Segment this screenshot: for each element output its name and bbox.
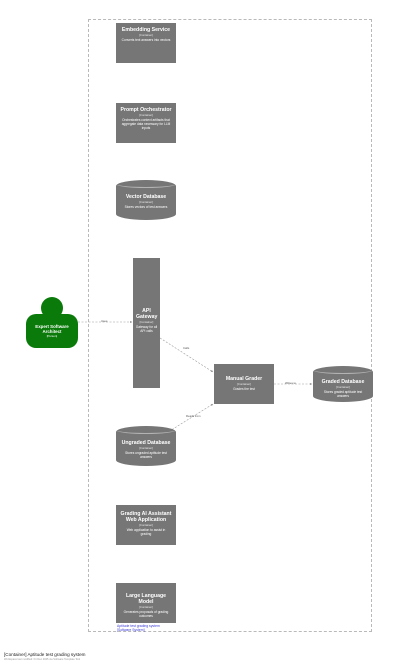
person-type: [Person] [46, 334, 58, 338]
prompt-orchestrator-type: [Container] [139, 113, 153, 117]
ungraded-database-name: Ungraded Database [121, 440, 171, 446]
llm-name: Large Language Model [125, 593, 167, 605]
boundary-label: Aptitude test grading system [Software S… [117, 624, 160, 632]
llm-node[interactable]: Large Language Model [Container] Generat… [116, 583, 176, 623]
boundary-subtitle: [Software System] [117, 628, 145, 632]
system-boundary [88, 19, 372, 632]
graded-database-desc: Stores graded aptitude test answers [323, 390, 363, 398]
llm-desc: Generates proposals of grading outcomes [123, 610, 169, 618]
person-body: Expert Software Architect [Person] [26, 314, 78, 348]
api-gateway-desc: Gateway for all API calls [135, 325, 158, 333]
vector-database-desc: Stores vectors of test answers [124, 205, 168, 209]
graded-database-node[interactable]: Graded Database [Container] Stores grade… [313, 366, 373, 402]
person-expert-architect[interactable]: Expert Software Architect [Person] [26, 297, 78, 351]
edge-label-reads: Reads from [186, 414, 201, 418]
api-gateway-type: [Container] [139, 320, 154, 324]
prompt-orchestrator-name: Prompt Orchestrator [120, 107, 172, 113]
embedding-service-node[interactable]: Embedding Service [Container] Converts t… [116, 23, 176, 63]
manual-grader-type: [Container] [237, 382, 251, 386]
webapp-desc: Web application to assist in grading [126, 528, 166, 536]
prompt-orchestrator-desc: Orchestrates context artifacts that aggr… [121, 118, 171, 130]
ungraded-database-node[interactable]: Ungraded Database [Container] Stores ung… [116, 426, 176, 466]
ungraded-database-type: [Container] [139, 446, 153, 450]
webapp-type: [Container] [139, 523, 153, 527]
person-head-icon [41, 297, 63, 319]
embedding-service-type: [Container] [139, 33, 153, 37]
api-gateway-node[interactable]: API Gateway [Container] Gateway for all … [133, 258, 160, 388]
edge-label-writes: Writes to [285, 381, 296, 385]
ungraded-database-desc: Stores ungraded aptitude test answers [125, 451, 167, 459]
manual-grader-name: Manual Grader [225, 376, 263, 382]
edge-label-calls: Calls [183, 346, 190, 350]
vector-database-node[interactable]: Vector Database [Container] Stores vecto… [116, 180, 176, 220]
boundary-title: Aptitude test grading system [117, 624, 160, 628]
prompt-orchestrator-node[interactable]: Prompt Orchestrator [Container] Orchestr… [116, 103, 176, 143]
edge-label-uses: Uses [101, 319, 108, 323]
graded-database-type: [Container] [336, 385, 350, 389]
manual-grader-node[interactable]: Manual Grader [Container] Grades the tes… [214, 364, 274, 404]
graded-database-name: Graded Database [321, 379, 365, 385]
edge-gateway-manual [159, 337, 214, 373]
webapp-node[interactable]: Grading AI Assistant Web Application [Co… [116, 505, 176, 545]
diagram-subtitle: Workspace last modified: Fri Dec 2025 vi… [4, 658, 81, 661]
diagram-title: [Container] Aptitude test grading system [4, 652, 86, 657]
api-gateway-name: API Gateway [136, 308, 158, 320]
embedding-service-desc: Converts text answers into vectors [121, 38, 171, 42]
llm-type: [Container] [139, 605, 153, 609]
person-name: Expert Software Architect [35, 324, 69, 334]
vector-database-type: [Container] [139, 200, 153, 204]
manual-grader-desc: Grades the test [233, 387, 255, 391]
webapp-name: Grading AI Assistant Web Application [120, 511, 172, 523]
vector-database-name: Vector Database [125, 194, 167, 200]
embedding-service-name: Embedding Service [121, 27, 171, 33]
